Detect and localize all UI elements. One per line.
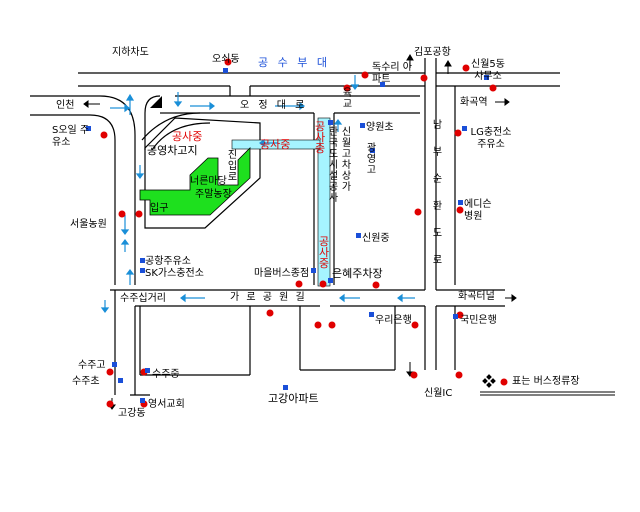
label-incheon: 인천 xyxy=(56,100,75,111)
label-suju-high: 수주고 xyxy=(78,360,106,371)
label-doksuri-apt: 독수리 아파트 xyxy=(372,62,412,85)
label-gongsubudae: 공 수 부 대 xyxy=(258,56,330,69)
label-nerum-madang: 너른마당 xyxy=(190,176,227,187)
label-construction-1: 공사중 xyxy=(172,130,203,143)
label-sinwol5dong-office: 신월5동 사무소 xyxy=(471,59,505,82)
label-yukgyo: 육교 xyxy=(342,88,353,110)
label-youngseo-church: 영서교회 xyxy=(148,399,185,410)
label-sinwolgochi: 신월고차상가 xyxy=(341,127,352,193)
label-gogang-dong: 고강동 xyxy=(118,408,146,419)
label-sujusipgeori: 수주십거리 xyxy=(120,293,166,304)
road-network xyxy=(30,58,560,396)
label-gogang-apt: 고강아파트 xyxy=(268,392,319,405)
legend-symbol xyxy=(482,374,496,388)
legend-text: 표는 버스정류장 xyxy=(512,376,580,387)
label-suju-elem: 수주초 xyxy=(72,376,100,387)
label-hwagok-terminal: 화곡터널 xyxy=(458,291,495,302)
traffic-arrows xyxy=(100,75,415,313)
label-ojeong-daero: 오 정 대 로 xyxy=(240,100,308,111)
median-triangle xyxy=(150,96,162,108)
label-gwangyeong-high: 광영고 xyxy=(366,143,377,176)
label-hanguk-dosiseol: 한국도시설공사 xyxy=(328,127,339,204)
label-jumal-farm: 주말농장 xyxy=(195,189,232,200)
label-eunhye-parking: 은혜주차장 xyxy=(332,267,383,280)
label-gonghang-gas: 공항주유소 xyxy=(145,256,191,267)
label-nambu-sunhwan: 남부순환도로 xyxy=(432,120,443,266)
label-jinipro: 진입로 xyxy=(227,150,238,183)
label-construction-3: 공사중 xyxy=(314,120,326,155)
label-woori-bank: 우리은행 xyxy=(375,315,412,326)
label-sk-gas: SK가스충전소 xyxy=(145,268,204,279)
label-construction-2: 공사중 xyxy=(260,138,291,151)
label-jihachado: 지하차도 xyxy=(112,47,149,58)
label-gimpo-airport: 김포공항 xyxy=(414,47,451,58)
label-construction-4: 공사중 xyxy=(318,235,330,270)
label-yangwon-elem: 양원초 xyxy=(366,122,394,133)
label-s-oil: S오일 주유소 xyxy=(52,125,90,148)
bus-stops xyxy=(100,58,508,408)
label-sinwol-ic: 신월IC xyxy=(424,388,453,399)
label-edith-hospital: 에디슨병원 xyxy=(464,199,492,222)
label-garo-park: 가 로 공 원 길 xyxy=(230,292,307,303)
label-seoul-farm: 서울농원 xyxy=(70,219,107,230)
park-area xyxy=(139,147,251,216)
label-gongyoung-parking: 공영차고지 xyxy=(147,144,198,157)
label-bus-terminal: 마을버스종점 xyxy=(254,268,310,279)
label-entrance: 입구 xyxy=(150,203,169,214)
label-sinwon-mid: 신원중 xyxy=(362,233,390,244)
label-suju-mid: 수주중 xyxy=(152,369,180,380)
label-lg-gas: LG충전소 주유소 xyxy=(470,127,512,150)
landmarks xyxy=(86,68,489,403)
label-kookmin-bank: 국민은행 xyxy=(460,315,497,326)
label-osoe-dong: 오쇠동 xyxy=(212,54,240,65)
label-hwagok-station: 화곡역 xyxy=(460,97,488,108)
